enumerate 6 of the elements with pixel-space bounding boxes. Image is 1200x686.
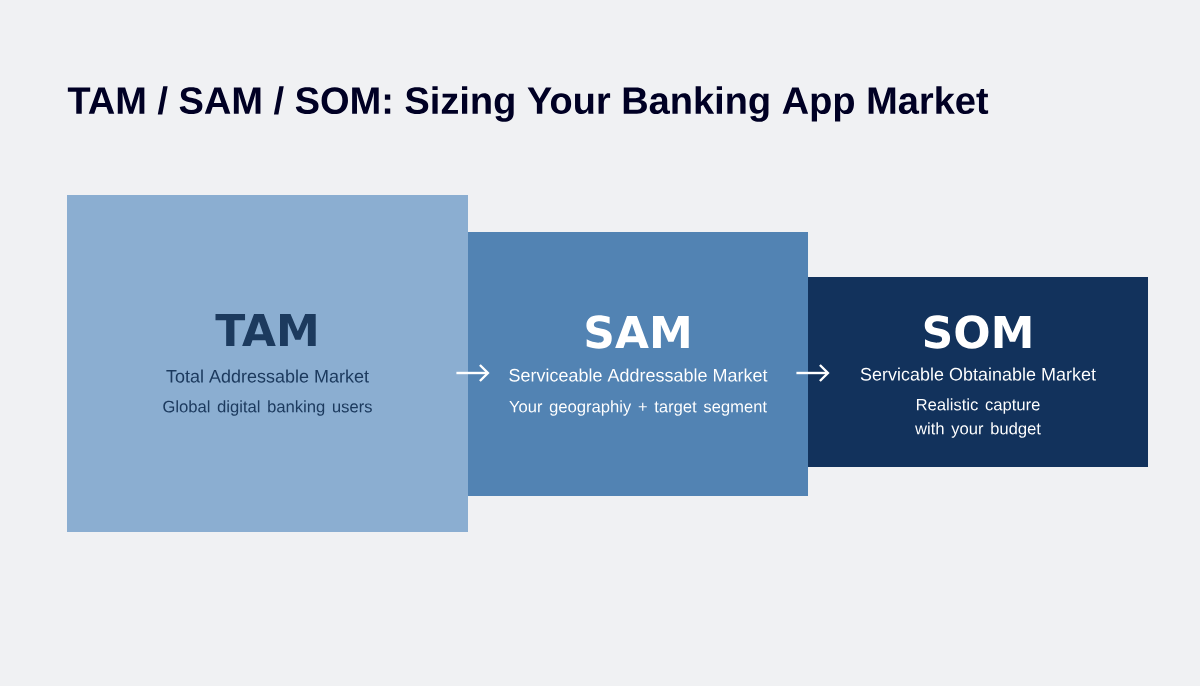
market-box: SOM Servicable Obtainable Market Realistic capture with your budget xyxy=(808,277,1148,467)
title: TAM / SAM / SOM: Sizing Your Banking App Market xyxy=(67,86,989,122)
market-box: TAM Total Addressable Market Global digital banking users xyxy=(67,195,468,532)
market-box: SAM Serviceable Addressable Market Your geographiy + target segment xyxy=(468,232,808,496)
arrow xyxy=(456,364,490,382)
arrow xyxy=(796,364,830,382)
